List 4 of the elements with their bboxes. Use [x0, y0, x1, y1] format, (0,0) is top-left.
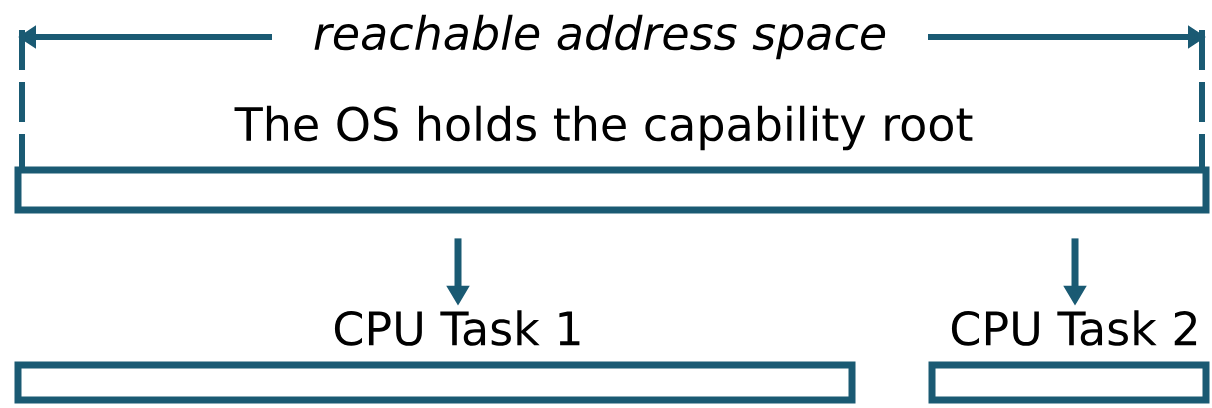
heading: The OS holds the capability root: [234, 105, 973, 151]
dimension-label: reachable address space: [308, 10, 892, 64]
heading: CPU Task 2: [951, 310, 1197, 346]
heading: CPU Task 1: [334, 310, 580, 346]
